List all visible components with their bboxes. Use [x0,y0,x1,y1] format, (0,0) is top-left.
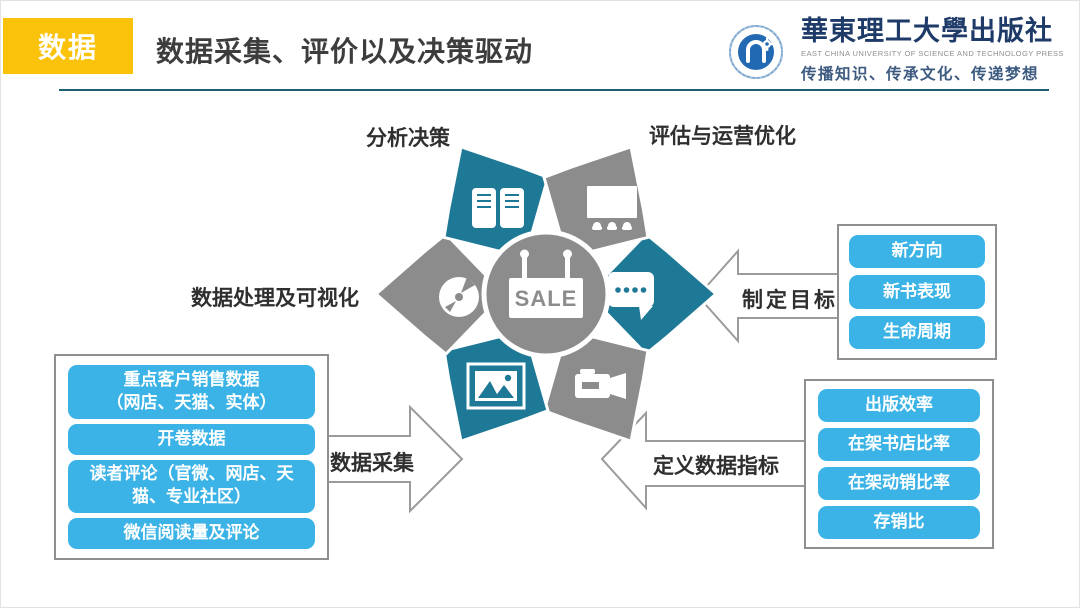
metric-item: 存销比 [818,506,980,539]
metric-item: 在架动销比率 [818,467,980,500]
publisher-slogan: 传播知识、传承文化、传递梦想 [801,65,1040,83]
goal-item: 生命周期 [849,315,985,349]
label-evaluate-optimize: 评估与运营优化 [649,125,796,148]
source-item: 读者评论（官微、网店、天 猫、专业社区） [68,459,315,514]
university-logo-icon [729,25,783,79]
publisher-name-en: EAST CHINA UNIVERSITY OF SCIENCE AND TEC… [801,48,1064,58]
label-define-metrics: 定义数据指标 [653,455,779,478]
presentation-icon [587,186,637,230]
data-cycle-wheel: SALE [373,144,719,444]
picture-icon [466,362,526,410]
sale-sign-icon: SALE [509,249,583,318]
page-title: 数据采集、评价以及决策驱动 [156,36,534,67]
label-analyze-decide: 分析决策 [366,127,450,150]
publisher-name-cn: 華東理工大學出版社 [801,16,1053,46]
source-item: 开卷数据 [68,423,315,455]
label-process-visualize: 数据处理及可视化 [191,287,359,310]
cd-disc-icon [439,277,479,317]
metric-item: 在架书店比率 [818,428,980,461]
source-item: 重点客户销售数据 （网店、天猫、实体） [68,365,315,419]
goal-item: 新书表现 [849,275,985,309]
collect-arrow [327,404,464,514]
label-set-goals: 制定目标 [742,289,838,312]
goals-panel: 新方向 新书表现 生命周期 [837,224,997,360]
open-book-icon [472,188,524,228]
chat-bubble-icon [608,272,654,320]
data-sources-panel: 重点客户销售数据 （网店、天猫、实体） 开卷数据 读者评论（官微、网店、天 猫、… [54,354,329,560]
label-data-collect: 数据采集 [330,452,414,475]
video-camera-icon [575,369,626,399]
metric-item: 出版效率 [818,389,980,422]
header-divider [59,89,1049,91]
section-badge: 数据 [3,18,133,74]
publisher-logo: 華東理工大學出版社 EAST CHINA UNIVERSITY OF SCIEN… [717,13,1064,91]
goal-item: 新方向 [849,235,985,269]
sale-label: SALE [515,286,578,311]
source-item: 微信阅读量及评论 [68,518,315,549]
metrics-panel: 出版效率 在架书店比率 在架动销比率 存销比 [804,379,994,549]
